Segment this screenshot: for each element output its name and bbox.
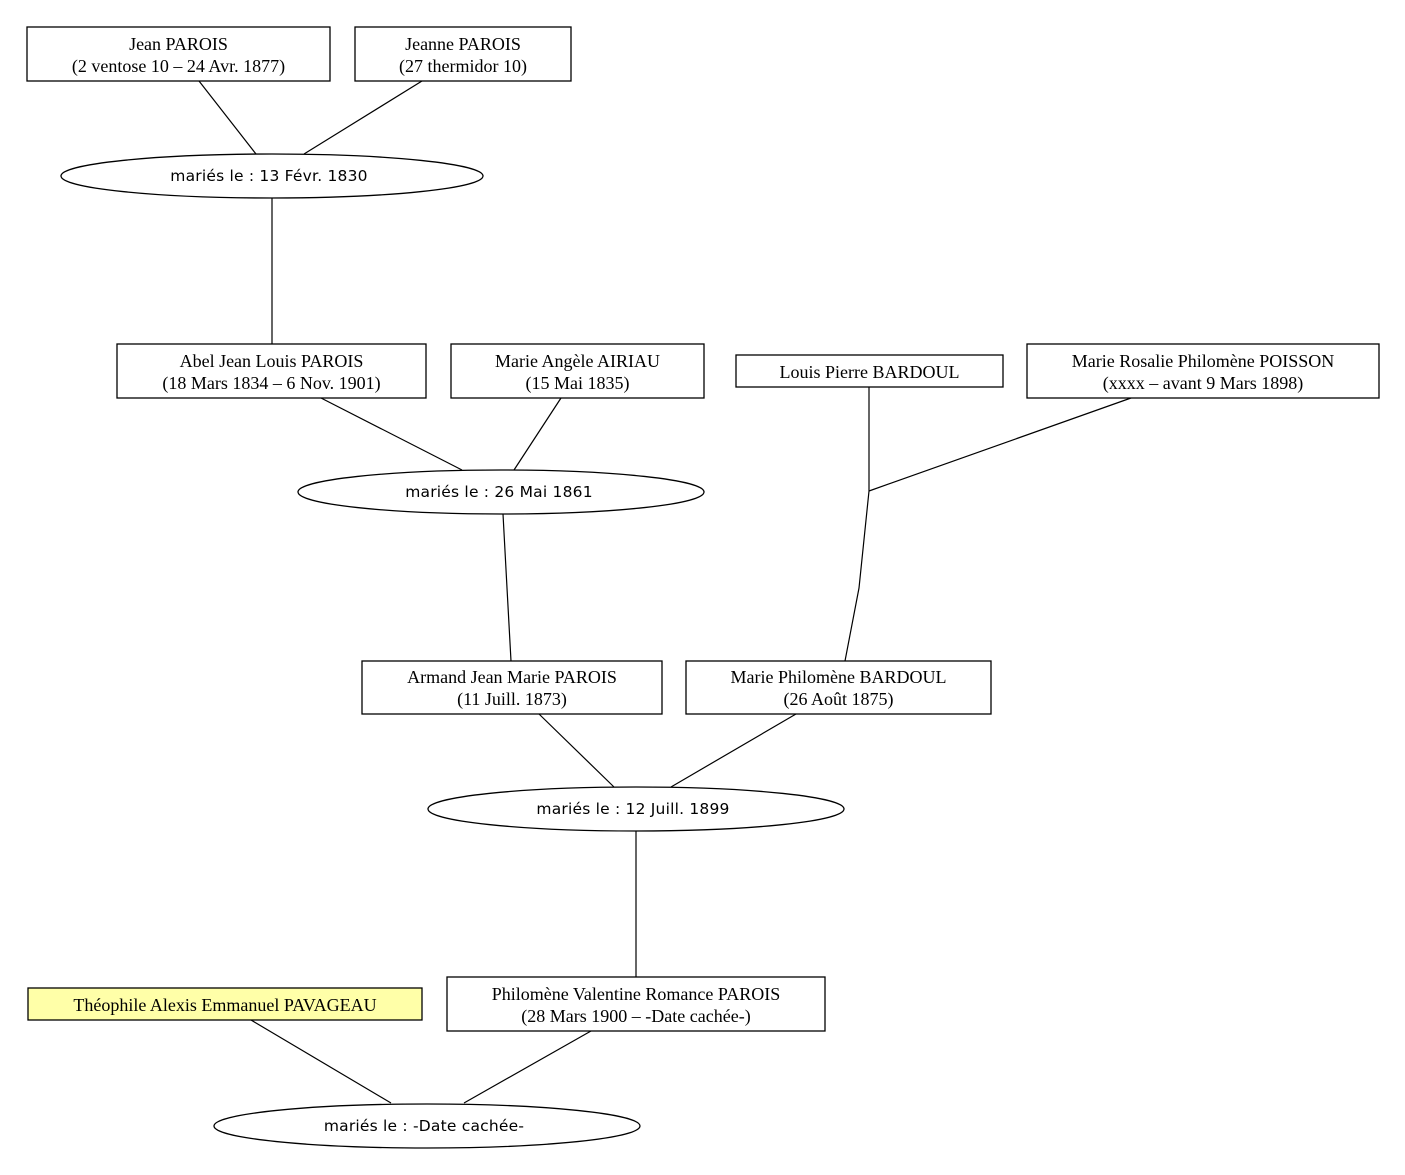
person-name: Marie Philomène BARDOUL bbox=[731, 667, 947, 687]
person-node-marie-rosalie[interactable]: Marie Rosalie Philomène POISSON (xxxx – … bbox=[1026, 343, 1380, 399]
edges bbox=[198, 80, 1132, 1104]
person-name: Abel Jean Louis PAROIS bbox=[180, 351, 364, 371]
edge-theophile-uhidden bbox=[250, 1019, 392, 1104]
person-dates: (26 Août 1875) bbox=[784, 689, 894, 710]
person-name: Louis Pierre BARDOUL bbox=[780, 362, 960, 382]
union-label: mariés le : 13 Févr. 1830 bbox=[170, 167, 367, 185]
union-node-1899[interactable]: mariés le : 12 Juill. 1899 bbox=[427, 786, 845, 832]
person-dates: (28 Mars 1900 – -Date cachée-) bbox=[521, 1006, 750, 1027]
edge-philomene-valentine-uhidden bbox=[463, 1030, 592, 1104]
edge-marie-angele-u1861 bbox=[513, 397, 562, 471]
person-dates: (xxxx – avant 9 Mars 1898) bbox=[1103, 373, 1303, 394]
person-name: Philomène Valentine Romance PAROIS bbox=[492, 984, 780, 1004]
person-name: Marie Angèle AIRIAU bbox=[495, 351, 660, 371]
person-name: Armand Jean Marie PAROIS bbox=[407, 667, 617, 687]
person-dates: (18 Mars 1834 – 6 Nov. 1901) bbox=[162, 373, 380, 394]
edge-marie-rosalie-union bbox=[868, 397, 1132, 492]
person-dates: (15 Mai 1835) bbox=[526, 373, 630, 394]
person-node-abel[interactable]: Abel Jean Louis PAROIS (18 Mars 1834 – 6… bbox=[116, 343, 427, 399]
union-node-hidden-date[interactable]: mariés le : -Date cachée- bbox=[213, 1103, 641, 1149]
person-name: Jean PAROIS bbox=[129, 34, 228, 54]
person-node-philomene-valentine[interactable]: Philomène Valentine Romance PAROIS (28 M… bbox=[446, 976, 826, 1032]
person-dates: (11 Juill. 1873) bbox=[457, 689, 567, 710]
person-node-marie-angele[interactable]: Marie Angèle AIRIAU (15 Mai 1835) bbox=[450, 343, 705, 399]
union-label: mariés le : -Date cachée- bbox=[324, 1117, 524, 1135]
person-node-louis-pierre[interactable]: Louis Pierre BARDOUL bbox=[735, 354, 1004, 388]
union-label: mariés le : 12 Juill. 1899 bbox=[536, 800, 729, 818]
edge-jean-u1830 bbox=[198, 80, 257, 155]
person-dates: (2 ventose 10 – 24 Avr. 1877) bbox=[72, 56, 285, 77]
person-name: Jeanne PAROIS bbox=[405, 34, 521, 54]
person-name: Marie Rosalie Philomène POISSON bbox=[1072, 351, 1335, 371]
edge-union-marie-philomene bbox=[844, 490, 870, 662]
highlighted-person-box bbox=[27, 987, 423, 1021]
edge-abel-u1861 bbox=[320, 397, 463, 471]
person-node-marie-philomene[interactable]: Marie Philomène BARDOUL (26 Août 1875) bbox=[685, 660, 992, 715]
person-node-armand[interactable]: Armand Jean Marie PAROIS (11 Juill. 1873… bbox=[361, 660, 663, 715]
edge-u1861-armand bbox=[502, 513, 512, 662]
edge-armand-u1899 bbox=[538, 713, 615, 788]
union-node-1830[interactable]: mariés le : 13 Févr. 1830 bbox=[60, 153, 484, 199]
person-node-theophile[interactable]: Théophile Alexis Emmanuel PAVAGEAU bbox=[27, 987, 423, 1021]
person-name: Théophile Alexis Emmanuel PAVAGEAU bbox=[73, 995, 376, 1015]
person-node-jeanne[interactable]: Jeanne PAROIS (27 thermidor 10) bbox=[354, 26, 572, 82]
union-label: mariés le : 26 Mai 1861 bbox=[405, 483, 593, 501]
person-node-jean[interactable]: Jean PAROIS (2 ventose 10 – 24 Avr. 1877… bbox=[26, 26, 331, 82]
edge-marie-philomene-u1899 bbox=[670, 713, 797, 788]
person-dates: (27 thermidor 10) bbox=[399, 56, 527, 77]
union-node-1861[interactable]: mariés le : 26 Mai 1861 bbox=[297, 469, 705, 515]
edge-jeanne-u1830 bbox=[303, 80, 423, 155]
